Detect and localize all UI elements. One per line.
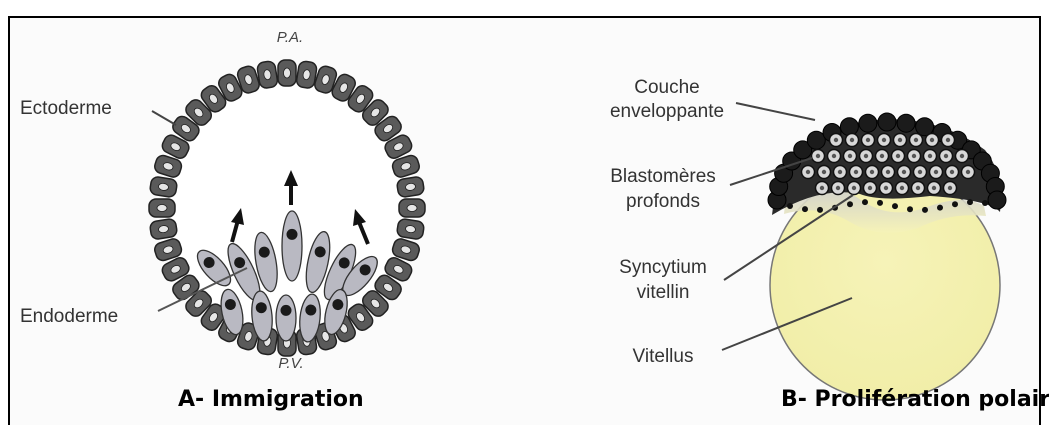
cell-nucleus	[407, 205, 417, 212]
syncytial-nucleus	[892, 203, 898, 209]
cell-nucleus	[281, 305, 292, 316]
cell-nucleus	[948, 186, 952, 190]
cell-nucleus	[966, 170, 970, 174]
cell-nucleus	[934, 170, 938, 174]
syncytial-nucleus	[802, 206, 808, 212]
cell-nucleus	[832, 154, 836, 158]
panel-b-polar-proliferation: Couche enveloppante Blastomères profonds…	[610, 77, 1049, 412]
cell-nucleus	[820, 186, 824, 190]
cell-nucleus	[880, 154, 884, 158]
envelope-layer-label-line1: Couche	[634, 77, 700, 98]
cell-nucleus	[864, 154, 868, 158]
ectoderm-cell	[149, 199, 175, 217]
cell-nucleus	[816, 154, 820, 158]
cell-nucleus	[916, 186, 920, 190]
pole-bottom-label: P.V.	[278, 355, 303, 372]
cell-nucleus	[884, 186, 888, 190]
cell-nucleus	[850, 138, 854, 142]
cell-nucleus	[870, 170, 874, 174]
envelope-cell	[878, 113, 896, 131]
cell-nucleus	[852, 186, 856, 190]
syncytium-label-line1: Syncytium	[619, 257, 707, 278]
deep-blastomeres-label-line2: profonds	[626, 191, 700, 212]
cell-nucleus	[836, 186, 840, 190]
syncytium-label-line2: vitellin	[637, 282, 690, 303]
cell-nucleus	[898, 138, 902, 142]
endoderm-cell	[282, 211, 302, 281]
ectoderm-cell	[396, 176, 424, 198]
ectoderm-cell	[399, 199, 425, 217]
syncytial-nucleus	[787, 203, 793, 209]
cell-nucleus	[946, 138, 950, 142]
deep-blastomeres-label-line1: Blastomères	[610, 166, 716, 187]
cell-nucleus	[930, 138, 934, 142]
syncytial-nucleus	[952, 201, 958, 207]
envelope-cell	[807, 131, 825, 149]
cell-nucleus	[284, 68, 291, 78]
ectoderm-leader-line	[152, 111, 176, 125]
ectoderm-cell	[396, 218, 424, 240]
cell-nucleus	[806, 170, 810, 174]
endoderm-label: Endoderme	[20, 306, 118, 327]
syncytial-nucleus	[847, 201, 853, 207]
syncytial-nucleus	[817, 207, 823, 213]
cell-nucleus	[882, 138, 886, 142]
cell-nucleus	[848, 154, 852, 158]
ectoderm-cell	[149, 176, 177, 198]
cell-nucleus	[866, 138, 870, 142]
panel-a-caption: A- Immigration	[178, 387, 364, 412]
cell-nucleus	[932, 186, 936, 190]
ectoderm-cell	[149, 218, 177, 240]
cell-nucleus	[918, 170, 922, 174]
panel-a-immigration: P.A. P.V. Ectoderme Endoderme A- Immigra…	[20, 29, 425, 412]
pole-top-label: P.A.	[277, 29, 303, 46]
syncytial-nucleus	[862, 199, 868, 205]
ectoderm-cell	[278, 60, 296, 86]
envelope-layer-label-line2: enveloppante	[610, 101, 724, 122]
cell-nucleus	[287, 229, 298, 240]
cell-nucleus	[950, 170, 954, 174]
yolk-label: Vitellus	[633, 346, 694, 367]
syncytial-nucleus	[937, 205, 943, 211]
ectoderm-label: Ectoderme	[20, 98, 112, 119]
panel-b-caption: B- Prolifération polaire	[781, 387, 1049, 412]
syncytial-nucleus	[982, 200, 988, 206]
cell-nucleus	[838, 170, 842, 174]
cell-nucleus	[854, 170, 858, 174]
endoderm-cell	[276, 295, 296, 341]
cell-nucleus	[834, 138, 838, 142]
cell-nucleus	[914, 138, 918, 142]
syncytial-nucleus	[967, 199, 973, 205]
envelope-cell	[897, 114, 915, 132]
cell-nucleus	[868, 186, 872, 190]
cell-nucleus	[912, 154, 916, 158]
cell-nucleus	[896, 154, 900, 158]
syncytial-nucleus	[922, 207, 928, 213]
envelope-layer-leader-line	[736, 103, 815, 120]
cell-nucleus	[886, 170, 890, 174]
ectoderm-cell	[256, 60, 278, 88]
envelope-cell	[859, 114, 877, 132]
cell-nucleus	[157, 205, 167, 212]
syncytial-nucleus	[877, 200, 883, 206]
cell-nucleus	[900, 186, 904, 190]
cell-nucleus	[822, 170, 826, 174]
envelope-cell	[840, 118, 858, 136]
cell-nucleus	[944, 154, 948, 158]
syncytial-nucleus	[907, 206, 913, 212]
envelope-cell	[988, 191, 1006, 209]
cell-nucleus	[928, 154, 932, 158]
cell-nucleus	[960, 154, 964, 158]
cell-nucleus	[902, 170, 906, 174]
